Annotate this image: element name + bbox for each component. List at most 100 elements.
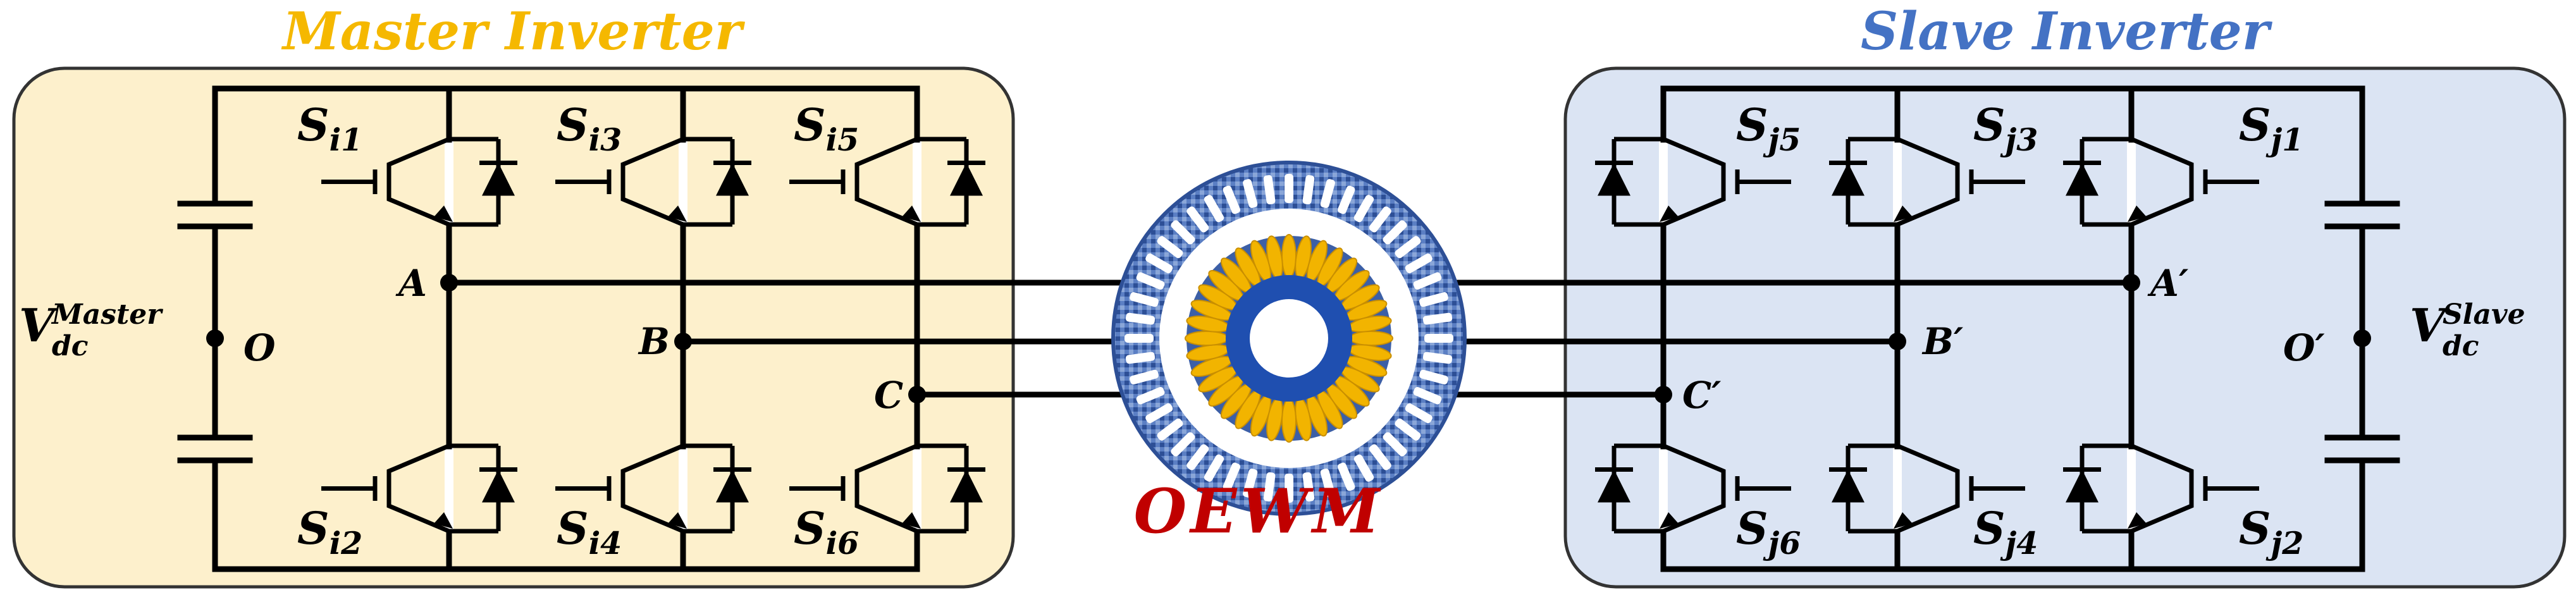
stator-slot bbox=[1157, 236, 1183, 259]
label-sj3: Sj3 bbox=[1973, 99, 2038, 158]
master-dc-bus bbox=[212, 85, 920, 572]
switch-sj3 bbox=[1829, 135, 2025, 227]
stator-slot bbox=[1419, 369, 1448, 384]
stator-slot bbox=[1130, 369, 1159, 384]
switch-si3 bbox=[555, 135, 751, 227]
switch-si5 bbox=[789, 135, 985, 227]
stator-slot bbox=[1424, 334, 1453, 343]
stator-slot bbox=[1320, 179, 1335, 208]
stator-slot bbox=[1419, 292, 1448, 307]
stator-slot bbox=[1302, 175, 1315, 205]
label-sj2: Sj2 bbox=[2239, 502, 2303, 562]
stator-slot bbox=[1263, 175, 1276, 205]
slave-inverter-box bbox=[1563, 66, 2567, 589]
stator-slot bbox=[1263, 472, 1276, 502]
label-si4: Si4 bbox=[557, 502, 622, 562]
stator-slot bbox=[1171, 220, 1195, 245]
switch-sj2 bbox=[2063, 442, 2259, 534]
switch-si4 bbox=[555, 442, 751, 534]
switch-sj4 bbox=[1829, 442, 2025, 534]
stator-slot bbox=[1422, 312, 1453, 325]
svg-text:V: V bbox=[19, 298, 58, 352]
stator-slot bbox=[1383, 432, 1407, 457]
stator-slot bbox=[1405, 253, 1433, 274]
shaft-hole bbox=[1250, 299, 1328, 378]
master-capacitor-bottom bbox=[177, 434, 253, 464]
stator-slot bbox=[1395, 236, 1421, 259]
label-node-a-prime: A′ bbox=[2147, 262, 2188, 305]
slave-phase-lines bbox=[1451, 280, 2135, 398]
stator-slot bbox=[1136, 272, 1165, 290]
stator-slot bbox=[1285, 174, 1293, 203]
label-node-b: B bbox=[638, 320, 670, 363]
switch-sj1 bbox=[2063, 135, 2259, 227]
stator-slot bbox=[1405, 403, 1433, 424]
label-si5: Si5 bbox=[794, 99, 859, 158]
stator-slot bbox=[1145, 403, 1173, 424]
stator-slot bbox=[1204, 195, 1224, 223]
label-midpoint-o: O bbox=[243, 326, 276, 369]
stator-slot bbox=[1413, 386, 1442, 405]
stator-slot bbox=[1145, 253, 1173, 274]
switch-sj6 bbox=[1595, 442, 1791, 534]
motor bbox=[1111, 161, 1467, 516]
switches bbox=[321, 135, 2259, 534]
stator-slot bbox=[1369, 206, 1391, 233]
switch-sj5 bbox=[1595, 135, 1791, 227]
stator-slot bbox=[1353, 195, 1374, 223]
stator-slot bbox=[1422, 352, 1453, 364]
svg-text:dc: dc bbox=[2443, 330, 2479, 362]
rotor-winding bbox=[1349, 331, 1393, 346]
rotor-winding bbox=[1281, 234, 1297, 278]
master-phase-lines bbox=[446, 280, 1123, 398]
slave-midpoint-node bbox=[2353, 329, 2371, 347]
stator-slot bbox=[1243, 179, 1258, 208]
stator-slot bbox=[1369, 444, 1391, 470]
label-node-c-prime: C′ bbox=[1682, 374, 1721, 417]
stator-slot bbox=[1337, 185, 1355, 214]
stator-slot bbox=[1302, 472, 1315, 502]
stator-slot bbox=[1204, 454, 1224, 482]
stator-slot bbox=[1186, 444, 1209, 470]
stator-slot bbox=[1125, 312, 1156, 325]
stator-slot bbox=[1157, 418, 1183, 441]
svg-text:dc: dc bbox=[52, 330, 89, 362]
stator-slot bbox=[1383, 220, 1407, 245]
svg-text:Master: Master bbox=[51, 298, 163, 331]
master-midpoint-node bbox=[206, 329, 224, 347]
label-node-a: A bbox=[395, 262, 427, 305]
label-sj1: Sj1 bbox=[2239, 99, 2303, 158]
motor-label: OEWM bbox=[1134, 476, 1384, 547]
stator-slot bbox=[1223, 462, 1241, 491]
label-si3: Si3 bbox=[557, 99, 622, 158]
svg-text:V: V bbox=[2410, 298, 2449, 352]
stator-slots bbox=[1125, 174, 1453, 503]
master-inverter-box bbox=[12, 66, 1015, 589]
slave-capacitor-bottom bbox=[2324, 434, 2400, 464]
stator-slot bbox=[1223, 185, 1241, 214]
stator-slot bbox=[1337, 462, 1355, 491]
stator-slot bbox=[1320, 469, 1335, 498]
label-node-c: C bbox=[874, 374, 903, 417]
stator-slot bbox=[1413, 272, 1442, 290]
slave-capacitor-top bbox=[2324, 200, 2400, 230]
switch-si1 bbox=[321, 135, 517, 227]
rotor-winding bbox=[1185, 331, 1229, 346]
label-sj6: Sj6 bbox=[1736, 502, 1801, 562]
stator-slot bbox=[1125, 352, 1156, 364]
label-si2: Si2 bbox=[297, 502, 362, 562]
master-capacitor-top bbox=[177, 200, 253, 230]
label-si6: Si6 bbox=[794, 502, 859, 562]
stator-slot bbox=[1285, 474, 1293, 503]
rotor-windings bbox=[1185, 234, 1393, 443]
stator-slot bbox=[1186, 206, 1209, 233]
slave-inverter-title: Slave Inverter bbox=[1861, 1, 2273, 62]
stator-slot bbox=[1353, 454, 1374, 482]
label-si1: Si1 bbox=[297, 99, 362, 158]
stator-slot bbox=[1171, 432, 1195, 457]
label-sj5: Sj5 bbox=[1736, 99, 1801, 158]
stator-slot bbox=[1125, 334, 1154, 343]
